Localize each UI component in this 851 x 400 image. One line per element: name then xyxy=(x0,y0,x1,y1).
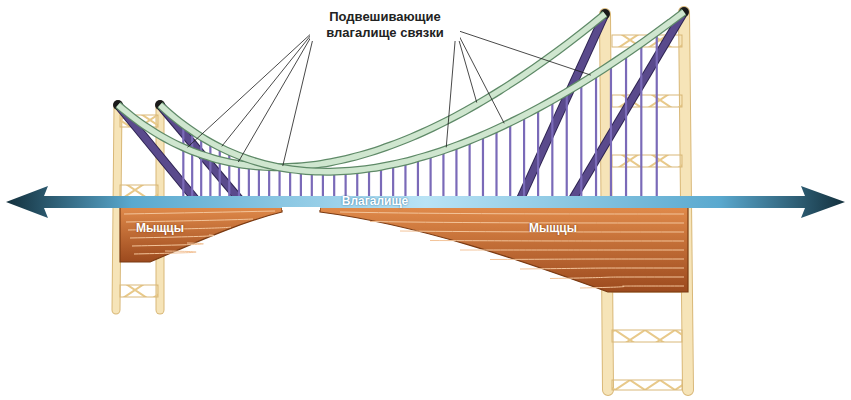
muscle-shape xyxy=(320,207,688,292)
muscle-fiber xyxy=(460,250,684,251)
muscle-fiber xyxy=(132,243,203,246)
hanger-cable xyxy=(200,137,202,197)
leader-line xyxy=(446,30,456,147)
muscle-shapes xyxy=(120,207,688,292)
hanger-cable xyxy=(566,92,568,197)
tower-lattice xyxy=(612,155,682,167)
vagina-deck xyxy=(6,186,845,218)
tower-lattice xyxy=(612,380,682,390)
tower-strut xyxy=(572,12,684,200)
muscle-fiber xyxy=(370,222,684,224)
hanger-cable xyxy=(469,141,471,197)
muscle-shape xyxy=(120,207,282,262)
hanger-cable xyxy=(509,122,511,197)
tower-lattice xyxy=(120,285,158,297)
tower-lattice xyxy=(120,185,158,197)
muscle-fiber xyxy=(550,277,684,279)
ligament-label: Подвешивающие влагалище связки xyxy=(310,9,460,41)
hanger-cable xyxy=(537,108,539,197)
muscle-fiber xyxy=(580,286,684,288)
hanger-cable xyxy=(417,158,419,197)
tower-lattice xyxy=(612,95,682,107)
muscle-fiber xyxy=(490,259,684,261)
hanger-cable xyxy=(640,43,642,197)
leader-lines xyxy=(188,30,591,166)
tower-lattice xyxy=(612,330,682,342)
hanger-cable xyxy=(442,150,444,197)
hanger-cable xyxy=(656,32,658,197)
muscle-label: Мыщцы xyxy=(529,221,577,235)
hanger-cable xyxy=(182,125,184,197)
hanger-cable xyxy=(595,74,597,197)
hanger-cable xyxy=(455,146,457,197)
muscle-fiber xyxy=(520,268,684,269)
hanger-cable xyxy=(580,83,582,197)
hanger-cable xyxy=(278,167,280,197)
hanger-cable xyxy=(625,54,627,197)
leader-line xyxy=(238,30,315,162)
hanger-cable xyxy=(429,155,431,197)
hanger-cable xyxy=(380,167,382,197)
leader-line xyxy=(188,30,315,147)
hanger-cable xyxy=(495,129,497,197)
leader-line xyxy=(283,30,315,166)
muscle-label: Мыщцы xyxy=(136,221,184,235)
vagina-deck xyxy=(6,186,845,218)
hanger-cable xyxy=(289,169,291,197)
muscle-fiber xyxy=(134,251,196,254)
hanger-cable xyxy=(610,64,612,197)
muscle-fiber xyxy=(124,211,275,214)
vagina-label: Влагалище xyxy=(342,194,408,208)
hanger-cable xyxy=(523,116,525,197)
muscle-fiber xyxy=(430,240,684,242)
hanger-cable xyxy=(482,135,484,197)
deck-gap xyxy=(282,207,320,210)
hanger-cable xyxy=(551,100,553,197)
hanger-cable xyxy=(191,131,193,197)
hanger-cable xyxy=(368,169,370,197)
tower-strut xyxy=(572,12,684,200)
hanger-cable xyxy=(209,142,211,197)
hanger-cable xyxy=(219,147,221,197)
hanger-cable xyxy=(404,162,406,197)
hanger-cable xyxy=(392,164,394,197)
leader-line xyxy=(456,30,591,75)
muscle-fiber xyxy=(130,235,214,238)
muscle-fiber xyxy=(340,212,684,214)
